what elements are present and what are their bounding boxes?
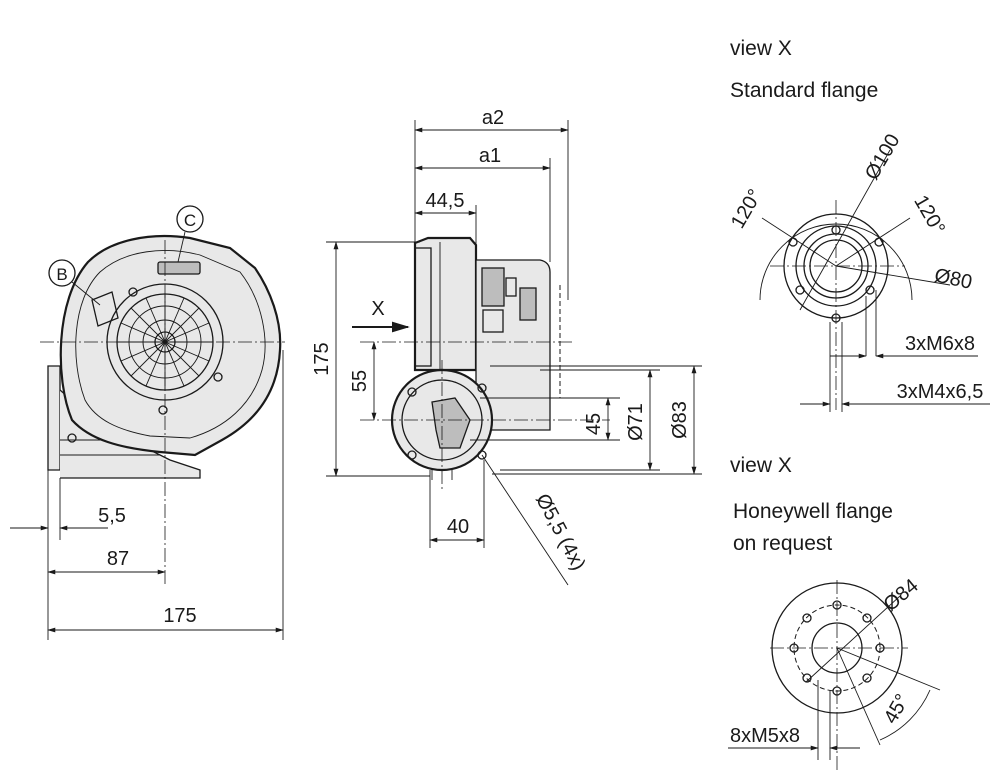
mounting-foot [47, 365, 61, 471]
callout-c [176, 205, 204, 233]
view-x-standard: view X Standard flange 120° 120° Ø100 Ø8… [727, 37, 990, 412]
dim-55: 55 [349, 370, 371, 392]
dim-dia-71: Ø71 [625, 403, 647, 441]
volute-housing [59, 235, 282, 457]
dim-87: 87 [107, 548, 129, 570]
view-x-honeywell: view X Honeywell flange on request Ø84 4… [728, 454, 941, 770]
angle-120-right: 120° [909, 192, 949, 239]
svg-text:C: C [184, 211, 196, 230]
dim-a1: a1 [479, 145, 501, 167]
honeywell-flange-subtitle: on request [733, 532, 832, 555]
honeywell-view-heading: view X [730, 454, 792, 477]
dim-dia-100: Ø100 [861, 130, 905, 183]
dim-44-5: 44,5 [426, 190, 465, 212]
dim-5-5: 5,5 [98, 505, 126, 527]
side-view: X a2 a1 44,5 175 55 45 Ø71 Ø83 [311, 107, 702, 586]
standard-flange-title: Standard flange [730, 79, 878, 102]
callout-b [48, 259, 76, 287]
dim-dia-80: Ø80 [932, 264, 974, 293]
dim-175-width: 175 [163, 605, 196, 627]
dim-45: 45 [583, 413, 605, 435]
view-arrow-x: X [371, 298, 384, 320]
thread-m5: 8xM5x8 [730, 725, 800, 747]
dim-175-height: 175 [311, 342, 333, 375]
side-housing [413, 236, 478, 372]
dim-a2: a2 [482, 107, 504, 129]
honeywell-flange-title: Honeywell flange [733, 500, 893, 523]
dim-dia-83: Ø83 [669, 401, 691, 439]
dim-hole-5-5: Ø5,5 (4x) [531, 490, 590, 574]
thread-m4: 3xM4x6,5 [897, 381, 984, 403]
dim-dia-84: Ø84 [880, 575, 923, 616]
svg-text:B: B [56, 265, 67, 284]
angle-45: 45° [880, 690, 914, 727]
thread-m6: 3xM6x8 [905, 333, 975, 355]
dim-40: 40 [447, 516, 469, 538]
standard-view-heading: view X [730, 37, 792, 60]
front-view: B C 5,5 87 175 [10, 205, 285, 640]
angle-120-left: 120° [727, 186, 767, 233]
